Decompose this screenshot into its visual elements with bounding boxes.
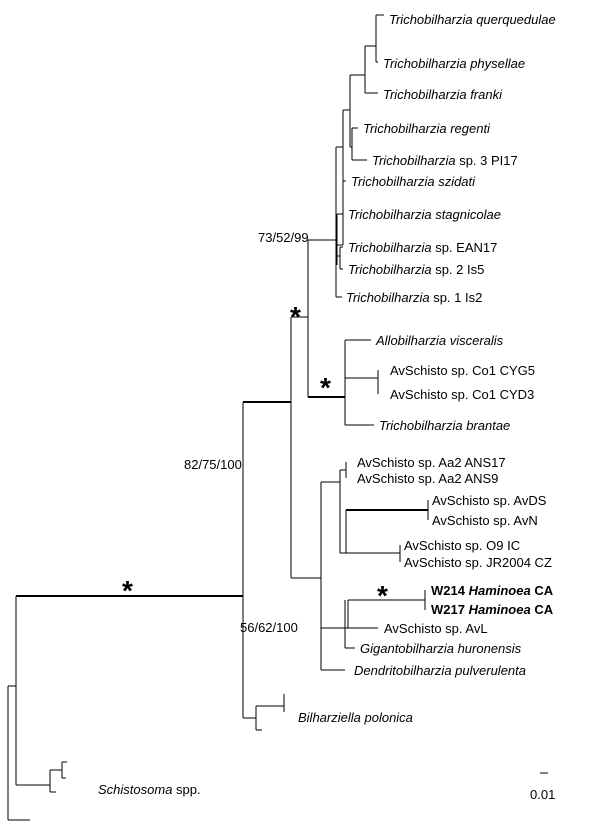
asterisk-support-marker: *	[290, 301, 301, 332]
taxon-label: Schistosoma spp.	[98, 782, 201, 797]
taxon-label: Allobilharzia visceralis	[375, 333, 504, 348]
taxon-label-highlighted: W214 Haminoea CA	[431, 583, 554, 598]
taxon-label-highlighted: W217 Haminoea CA	[431, 602, 554, 617]
taxon-label: AvSchisto sp. AvDS	[432, 493, 547, 508]
taxon-label: AvSchisto sp. Aa2 ANS17	[357, 455, 506, 470]
taxon-label: AvSchisto sp. O9 IC	[404, 538, 520, 553]
taxon-label: Trichobilharzia sp. 2 Is5	[348, 262, 484, 277]
taxon-label: Trichobilharzia physellae	[383, 56, 525, 71]
taxon-label: Trichobilharzia regenti	[363, 121, 491, 136]
asterisk-support-marker: *	[122, 575, 133, 606]
support-value-node-c: 56/62/100	[240, 620, 298, 635]
asterisk-support-marker: *	[377, 580, 388, 611]
scale-bar-label: 0.01	[530, 787, 555, 802]
taxon-label: AvSchisto sp. Co1 CYD3	[390, 387, 534, 402]
taxon-label: AvSchisto sp. Co1 CYG5	[390, 363, 535, 378]
taxon-label: AvSchisto sp. AvL	[384, 621, 488, 636]
scale-bar: 0.01	[530, 772, 555, 802]
asterisk-support-marker: *	[320, 372, 331, 403]
taxon-label: Trichobilharzia sp. 3 PI17	[372, 153, 518, 168]
taxon-label: Trichobilharzia szidati	[351, 174, 476, 189]
taxon-label: AvSchisto sp. Aa2 ANS9	[357, 471, 498, 486]
support-value-node-b: 82/75/100	[184, 457, 242, 472]
taxon-label: Bilharziella polonica	[298, 710, 413, 725]
taxon-label: Trichobilharzia querquedulae	[389, 12, 556, 27]
taxon-label: Trichobilharzia sp. 1 Is2	[346, 290, 482, 305]
support-value-node-a: 73/52/99	[258, 230, 309, 245]
taxon-label: AvSchisto sp. AvN	[432, 513, 538, 528]
tree-branches	[7, 14, 429, 821]
taxon-label: Gigantobilharzia huronensis	[360, 641, 522, 656]
taxon-label: Trichobilharzia stagnicolae	[348, 207, 501, 222]
taxon-label: Dendritobilharzia pulverulenta	[354, 663, 526, 678]
taxon-label: Trichobilharzia sp. EAN17	[348, 240, 497, 255]
taxon-label: AvSchisto sp. JR2004 CZ	[404, 555, 552, 570]
taxon-label: Trichobilharzia brantae	[379, 418, 510, 433]
taxon-label: Trichobilharzia franki	[383, 87, 503, 102]
